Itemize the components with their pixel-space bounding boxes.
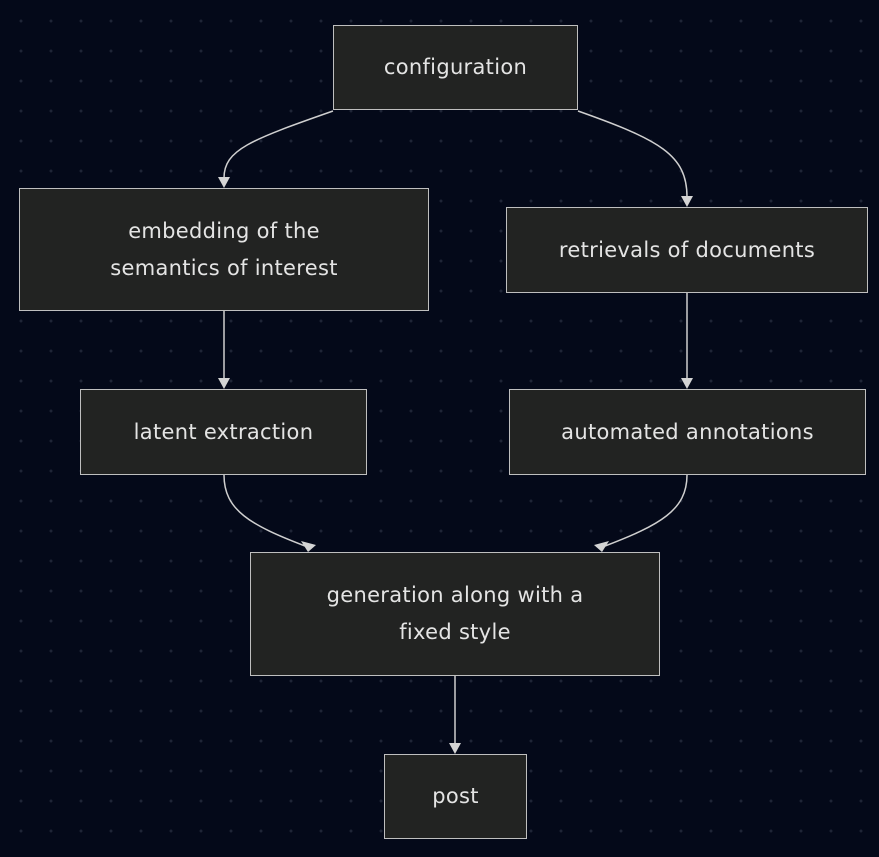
node-label: embedding of the semantics of interest	[110, 218, 338, 280]
edge-annotations-generation	[604, 474, 688, 547]
node-label: post	[432, 784, 479, 808]
node-configuration[interactable]: configuration	[333, 25, 578, 110]
arrowhead-retrievals	[681, 196, 693, 207]
node-embedding[interactable]: embedding of the semantics of interest	[19, 188, 429, 311]
edge-latent-generation	[223, 474, 306, 547]
arrowhead-generation-right	[594, 541, 609, 552]
node-post[interactable]: post	[384, 754, 527, 839]
node-retrievals[interactable]: retrievals of documents	[506, 207, 868, 293]
node-automated-annotations[interactable]: automated annotations	[509, 389, 866, 475]
node-label: configuration	[383, 55, 528, 79]
arrowhead-latent	[218, 378, 230, 389]
node-generation[interactable]: generation along with a fixed style	[250, 552, 660, 676]
edge-configuration-retrievals	[577, 110, 688, 198]
arrowhead-generation-left	[301, 541, 316, 552]
node-label: retrievals of documents	[558, 237, 816, 262]
arrowhead-post	[449, 743, 461, 754]
node-label: generation along with a fixed style	[326, 583, 584, 644]
arrowhead-embedding	[218, 177, 230, 188]
node-label: automated annotations	[561, 419, 814, 444]
node-label: latent extraction	[133, 419, 314, 444]
node-latent-extraction[interactable]: latent extraction	[80, 389, 367, 475]
edge-configuration-embedding	[223, 110, 334, 179]
arrowhead-annotations	[681, 378, 693, 389]
